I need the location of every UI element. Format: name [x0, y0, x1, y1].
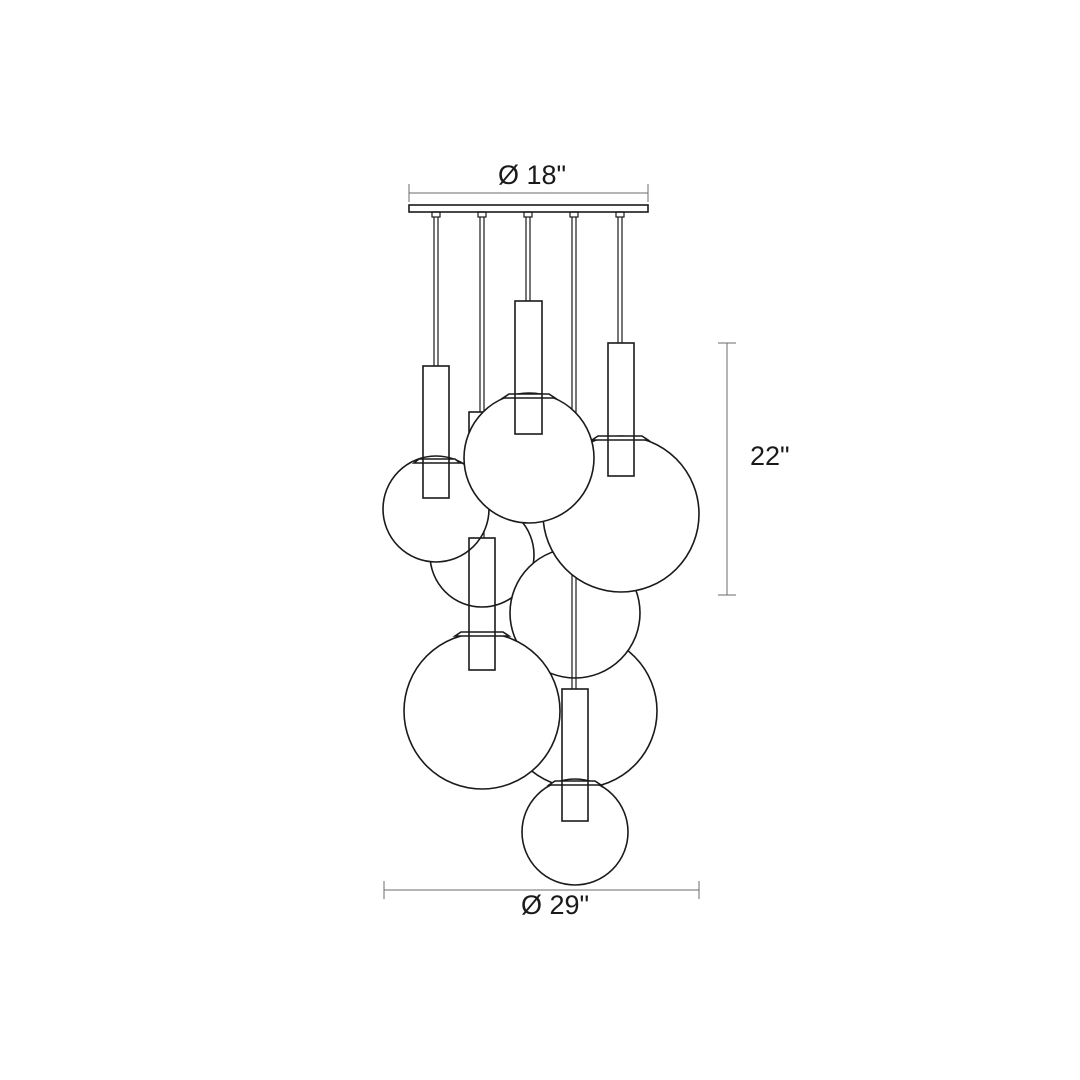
dimension-line-bottom: [383, 881, 700, 899]
canopy: [408, 204, 649, 213]
pendant-body: [607, 342, 635, 477]
globe-bottom: [521, 778, 629, 886]
pendant-body: [561, 688, 589, 822]
pendant-body: [514, 300, 543, 435]
globe-collar: [500, 393, 558, 399]
dimension-line-top: [408, 184, 649, 202]
globe-collar: [411, 458, 463, 464]
canopy-mounts: [431, 211, 625, 218]
canopy-diameter-label: Ø 18": [497, 160, 567, 190]
globe-top-center: [463, 392, 595, 524]
height-label: 22": [750, 441, 790, 471]
globe-collar: [589, 435, 651, 441]
overall-diameter-label: Ø 29": [520, 890, 590, 920]
globe-lower-left-large: [403, 632, 561, 790]
globe-collar: [546, 780, 604, 786]
dimension-line-height: [718, 342, 736, 596]
pendant-body: [422, 365, 450, 499]
globe-collar: [452, 631, 512, 637]
pendant-body: [468, 537, 496, 671]
